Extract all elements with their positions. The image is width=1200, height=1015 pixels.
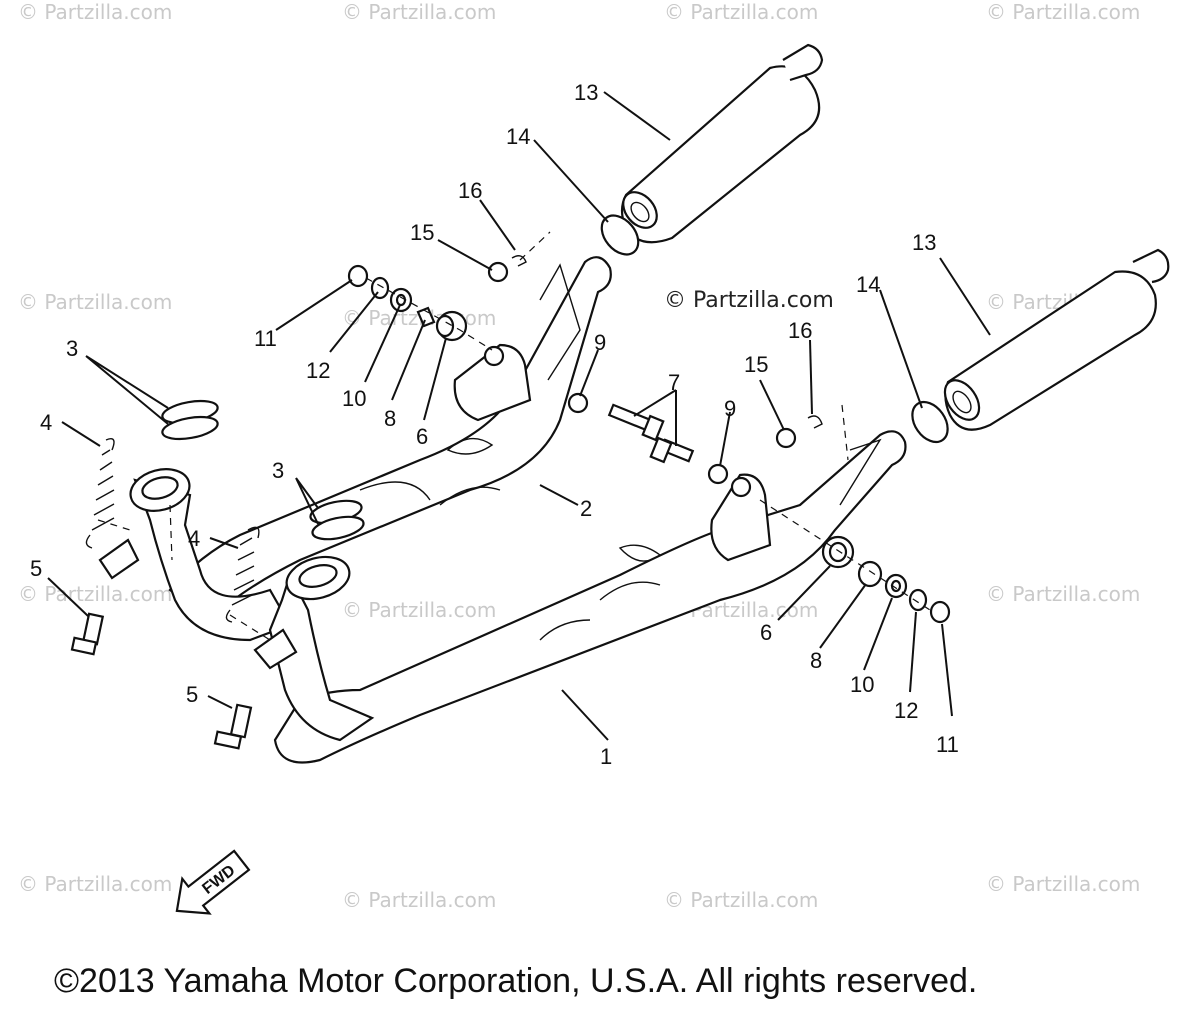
callout-8: 8 — [810, 648, 822, 673]
callout-7: 7 — [668, 370, 680, 395]
callout-13: 13 — [912, 230, 936, 255]
spring-b — [225, 526, 260, 623]
callout-15: 15 — [410, 220, 434, 245]
center-watermark: © Partzilla.com — [664, 288, 834, 313]
watermark: © Partzilla.com — [18, 290, 173, 314]
callout-16: 16 — [458, 178, 482, 203]
watermark: © Partzilla.com — [664, 0, 819, 24]
bolt-7 — [607, 403, 695, 464]
callout-9: 9 — [724, 396, 736, 421]
gasket-rings-a — [161, 399, 219, 441]
callout-14: 14 — [506, 124, 530, 149]
watermark: © Partzilla.com — [18, 0, 173, 24]
callout-10: 10 — [850, 672, 874, 697]
spring-a — [85, 438, 115, 549]
watermark: © Partzilla.com — [18, 872, 173, 896]
gasket-rings-b — [309, 499, 365, 541]
watermark: © Partzilla.com — [986, 582, 1141, 606]
callout-2: 2 — [580, 496, 592, 521]
callout-12: 12 — [894, 698, 918, 723]
callout-5: 5 — [186, 682, 198, 707]
copyright-notice: ©2013 Yamaha Motor Corporation, U.S.A. A… — [54, 962, 978, 1000]
callout-4: 4 — [40, 410, 52, 435]
callout-8: 8 — [384, 406, 396, 431]
callout-1: 1 — [600, 744, 612, 769]
leader-lines — [47, 91, 991, 741]
callout-12: 12 — [306, 358, 330, 383]
callout-6: 6 — [416, 424, 428, 449]
exhaust-pipe-lower — [273, 430, 907, 764]
watermark: © Partzilla.com — [664, 888, 819, 912]
watermark: © Partzilla.com — [342, 0, 497, 24]
callout-16: 16 — [788, 318, 812, 343]
callout-13: 13 — [574, 80, 598, 105]
callout-3: 3 — [66, 336, 78, 361]
bolt-b — [213, 703, 253, 750]
callout-6: 6 — [760, 620, 772, 645]
callout-4: 4 — [188, 526, 200, 551]
callout-11: 11 — [254, 326, 277, 351]
watermark: © Partzilla.com — [986, 0, 1141, 24]
header-tube-upper — [98, 468, 292, 642]
watermark: © Partzilla.com — [342, 888, 497, 912]
watermark: © Partzilla.com — [342, 306, 497, 330]
callout-11: 11 — [936, 732, 959, 757]
exhaust-pipe-upper — [168, 256, 612, 622]
callout-3: 3 — [272, 458, 284, 483]
bolt-a — [70, 612, 105, 656]
muffler-lower — [943, 248, 1170, 431]
hardware-upper — [347, 255, 589, 414]
watermark: © Partzilla.com — [986, 872, 1141, 896]
callout-10: 10 — [342, 386, 366, 411]
gasket-lower — [911, 400, 949, 444]
hardware-lower — [707, 415, 951, 624]
header-tube-lower — [253, 555, 375, 742]
muffler-upper — [620, 43, 824, 244]
callout-14: 14 — [856, 272, 880, 297]
callout-15: 15 — [744, 352, 768, 377]
callout-9: 9 — [594, 330, 606, 355]
fwd-arrow-icon: FWD — [175, 849, 251, 915]
watermark: © Partzilla.com — [18, 582, 173, 606]
watermark: © Partzilla.com — [342, 598, 497, 622]
callout-5: 5 — [30, 556, 42, 581]
